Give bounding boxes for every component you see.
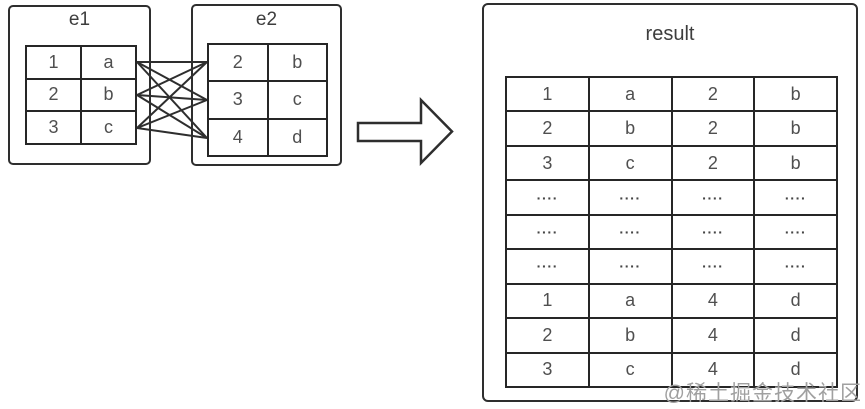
table-cell: b [754,77,837,112]
dots-text: .... [619,254,641,271]
table-cell: 1 [506,283,589,319]
table-cell: .... [588,214,672,250]
table-cell: .... [671,180,755,215]
e2-table: 2 b 3 c 4 d [207,43,328,157]
table-cell: 3 [506,145,589,181]
dots-text: .... [619,220,641,237]
table-cell: .... [506,180,589,215]
table-cell: 3 [506,352,589,387]
table-cell: a [588,283,672,319]
table-cell: 2 [506,111,589,146]
dots-text: .... [784,254,807,271]
table-cell: 4 [671,352,755,387]
table-cell: .... [588,180,672,215]
result-title: result [645,23,695,45]
table-cell: a [588,77,672,112]
dots-text: .... [536,186,559,203]
table-cell: b [588,318,672,353]
table-cell: 1 [506,77,589,112]
table-cell: c [81,111,136,144]
dots-text: .... [702,254,724,271]
table-cell: .... [754,180,837,215]
table-cell: 2 [26,78,81,112]
table-cell: .... [588,249,672,284]
table-cell: c [267,81,327,119]
table-cell: .... [671,214,755,250]
table-cell: 2 [671,77,755,112]
table-cell: .... [506,214,589,250]
cross-join-lines [136,61,208,139]
dots-text: .... [619,186,641,203]
table-cell: .... [754,214,837,250]
table-cell: b [267,44,327,82]
dots-text: .... [536,220,559,237]
table-cell: 4 [671,283,755,319]
dots-text: .... [702,220,724,237]
table-cell: 3 [26,111,81,144]
watermark: @稀土掘金技术社区 [663,382,862,405]
table-cell: c [588,352,672,387]
table-cell: 4 [671,318,755,353]
dots-text: .... [784,220,807,237]
table-cell: 2 [208,44,268,82]
table-cell: d [754,318,837,353]
table-cell: 1 [26,46,81,79]
table-cell: 2 [671,145,755,181]
table-cell: d [754,283,837,319]
e1-title: e1 [68,9,91,30]
table-cell: b [754,111,837,146]
dots-text: .... [784,186,807,203]
dots-text: .... [702,186,724,203]
e1-table: 1 a 2 b 3 c [25,45,137,145]
table-cell: a [81,46,136,79]
right-block-arrow-icon [356,96,454,167]
table-cell: 4 [208,118,268,156]
table-cell: 2 [506,318,589,353]
table-cell: 3 [208,81,268,119]
table-cell: b [588,111,672,146]
result-table: 1 a 2 b 2 b 2 b 3 c 2 b .... .... .... .… [505,76,838,388]
dots-text: .... [536,254,559,271]
table-cell: .... [754,249,837,284]
table-cell: b [81,78,136,112]
table-cell: c [588,145,672,181]
table-cell: d [267,118,327,156]
table-cell: 2 [671,111,755,146]
table-cell: .... [671,249,755,284]
e2-title: e2 [255,9,278,30]
table-cell: b [754,145,837,181]
table-cell: .... [506,249,589,284]
table-cell: d [754,352,837,387]
